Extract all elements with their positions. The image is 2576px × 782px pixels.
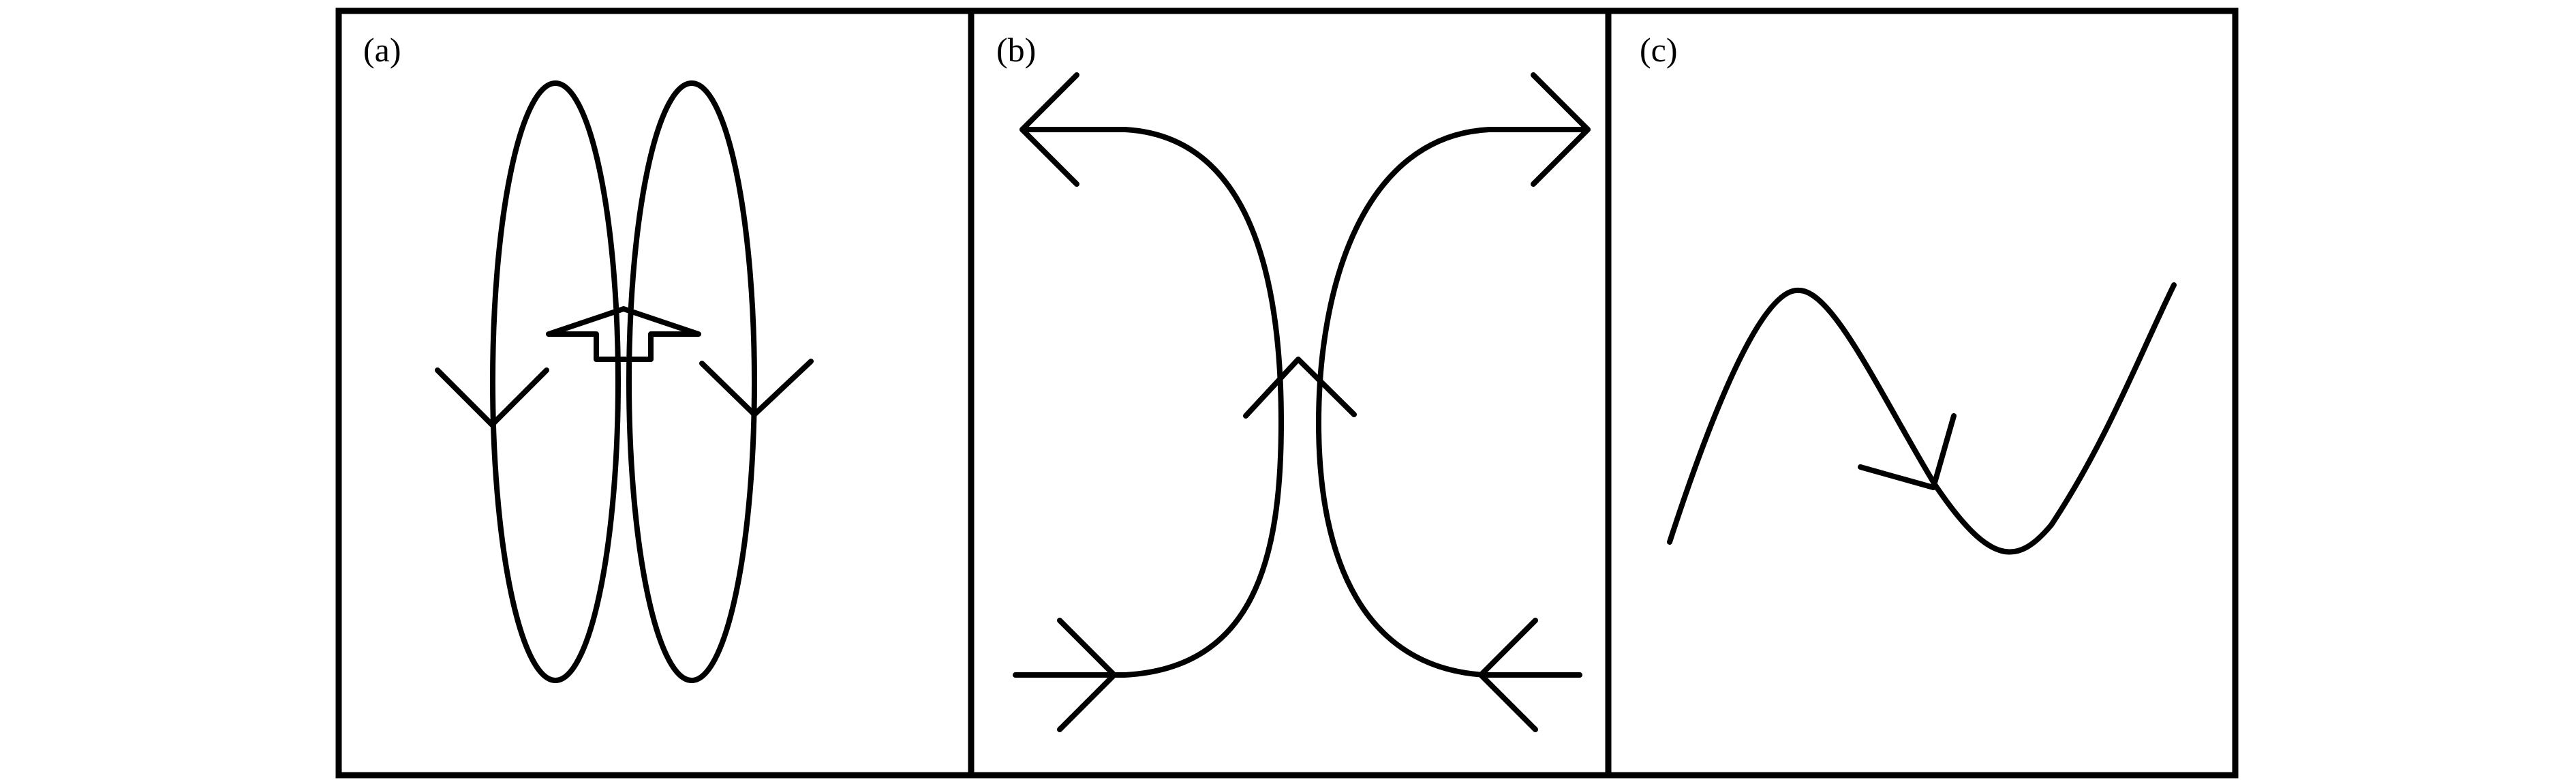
- left-arc: [1013, 127, 1284, 678]
- panel-b-frame: [968, 7, 1612, 779]
- panel-c-frame: [1605, 7, 2239, 779]
- center-up-chevron: [1243, 357, 1357, 419]
- right-loop: [626, 80, 757, 683]
- right-loop-down-arrowhead: [699, 359, 814, 417]
- left-loop-down-arrowhead: [435, 367, 549, 427]
- right-arc: [1316, 127, 1591, 678]
- left-arc-bottom-arrowhead: [1057, 618, 1117, 732]
- right-arc-top-arrowhead: [1531, 72, 1591, 187]
- left-arc-top-arrowhead: [1019, 72, 1079, 187]
- wavy-curve-arrowhead: [1858, 413, 1957, 490]
- panel-a-label: (a): [363, 31, 401, 69]
- panel-b-label: (b): [996, 31, 1036, 69]
- panel-b: (b): [968, 7, 1612, 779]
- hollow-up-arrow: [546, 306, 701, 362]
- panel-c-label: (c): [1640, 31, 1678, 69]
- panel-a: (a): [335, 7, 975, 779]
- left-loop: [490, 80, 621, 683]
- right-arc-bottom-arrowhead: [1478, 618, 1538, 732]
- panel-a-frame: [335, 7, 975, 779]
- panel-c: (c): [1605, 7, 2239, 779]
- wavy-curve: [1667, 282, 2177, 555]
